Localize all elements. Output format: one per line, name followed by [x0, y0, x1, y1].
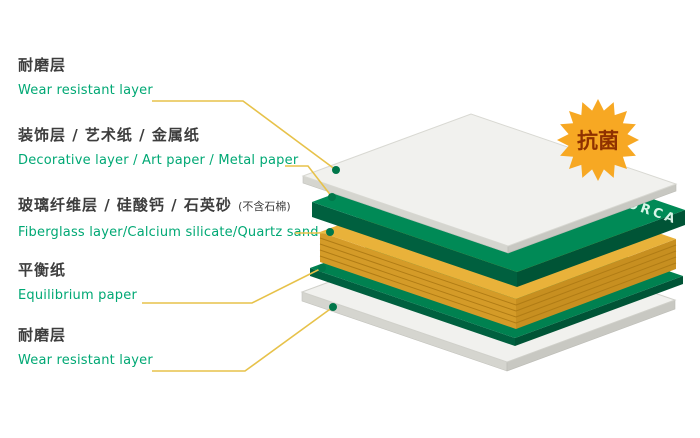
label-en-equilibrium: Equilibrium paper [18, 288, 137, 303]
leader-line-equilibrium [142, 267, 323, 304]
marker-dot-fiberglass [326, 228, 334, 236]
marker-dot-wear-top [332, 166, 340, 174]
leader-line-fiberglass [295, 231, 331, 234]
layer-top-wear-face [301, 113, 678, 247]
label-group-wear-top: 耐磨层 Wear resistant layer [18, 55, 153, 99]
label-zh-equilibrium: 平衡纸 [18, 261, 67, 279]
label-zh-fiberglass-note: (不含石棉) [238, 200, 291, 213]
marker-dot-equilibrium [318, 264, 326, 272]
leader-lines [142, 100, 337, 372]
label-en-fiberglass: Fiberglass layer/Calcium silicate/Quartz… [18, 225, 319, 240]
label-group-fiberglass: 玻璃纤维层 / 硅酸钙 / 石英砂 (不含石棉) Fiberglass laye… [18, 195, 319, 241]
label-zh-wear-bottom: 耐磨层 [18, 326, 67, 344]
label-zh-fiberglass: 玻璃纤维层 / 硅酸钙 / 石英砂 (不含石棉) [18, 195, 319, 217]
antibacterial-badge-label: 抗菌 [577, 129, 619, 153]
label-en-wear-top: Wear resistant layer [18, 83, 153, 98]
label-zh-fiberglass-main: 玻璃纤维层 / 硅酸钙 / 石英砂 [18, 196, 232, 214]
label-en-decorative: Decorative layer / Art paper / Metal pap… [18, 153, 299, 168]
layer-equilibrium-side-right [515, 276, 683, 346]
leader-line-wear-bottom [152, 306, 334, 372]
label-zh-wear-top: 耐磨层 [18, 56, 67, 74]
layer-equilibrium-side-left [310, 268, 515, 346]
layer-decorative-side-right [517, 210, 685, 287]
fiberglass-sheet-lines [319, 237, 677, 324]
label-group-equilibrium: 平衡纸 Equilibrium paper [18, 260, 137, 304]
label-group-wear-bottom: 耐磨层 Wear resistant layer [18, 325, 153, 369]
layer-decorative-side-left [312, 202, 517, 287]
marker-dot-wear-bottom [329, 303, 337, 311]
layer-fiberglass-side-right [516, 239, 676, 329]
label-en-wear-bottom: Wear resistant layer [18, 353, 153, 368]
leader-line-decorative [285, 165, 333, 198]
antibacterial-badge: 抗菌 [557, 99, 639, 181]
layer-top-wear [301, 113, 678, 254]
label-zh-decorative: 装饰层 / 艺术纸 / 金属纸 [18, 126, 200, 144]
antibacterial-badge-star [557, 99, 639, 181]
leader-line-wear-top [152, 100, 337, 171]
marker-dot-decorative [328, 193, 336, 201]
layer-fiberglass-side-left [320, 232, 516, 329]
marker-dots [318, 166, 340, 311]
label-group-decorative: 装饰层 / 艺术纸 / 金属纸 Decorative layer / Art p… [18, 125, 298, 169]
